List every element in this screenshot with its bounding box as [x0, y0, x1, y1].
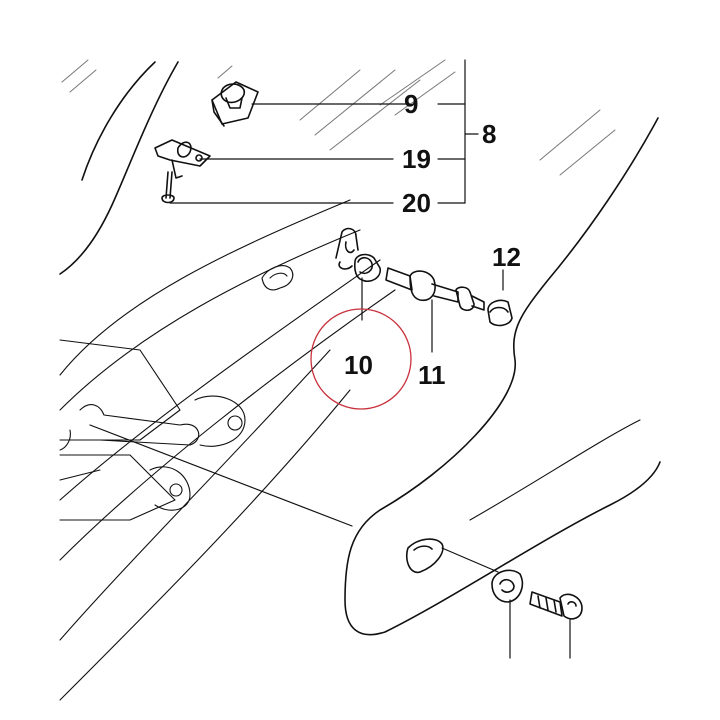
highlight-circle — [310, 308, 412, 410]
callout-20: 20 — [402, 188, 431, 218]
socket-bolt-lower — [529, 591, 583, 620]
side-cover-inner-edge — [469, 419, 641, 521]
leader-lines — [89, 59, 571, 659]
callout-12: 12 — [492, 242, 521, 272]
mount-hole-inner — [413, 545, 433, 551]
side-cover-panel — [344, 117, 661, 636]
bracket-part-19 — [154, 139, 211, 179]
callout-10: 10 — [344, 350, 373, 380]
screw-part-20 — [161, 171, 175, 204]
body-panel-inner-edge — [81, 61, 156, 181]
callout-19: 19 — [402, 144, 431, 174]
washer-lower — [491, 569, 524, 603]
bushing-part-10 — [335, 227, 381, 283]
callout-11: 11 — [418, 360, 446, 390]
bolt-part-11 — [385, 267, 485, 312]
clip-nut-part-9 — [211, 81, 259, 127]
callout-9: 9 — [404, 89, 418, 119]
side-cover-mount-hole — [405, 538, 444, 574]
body-panel-outline — [59, 61, 179, 275]
frame-structure — [59, 199, 396, 701]
callout-8: 8 — [482, 119, 496, 149]
sleeve-part-12 — [487, 299, 513, 327]
reflection-hatching — [61, 59, 616, 176]
